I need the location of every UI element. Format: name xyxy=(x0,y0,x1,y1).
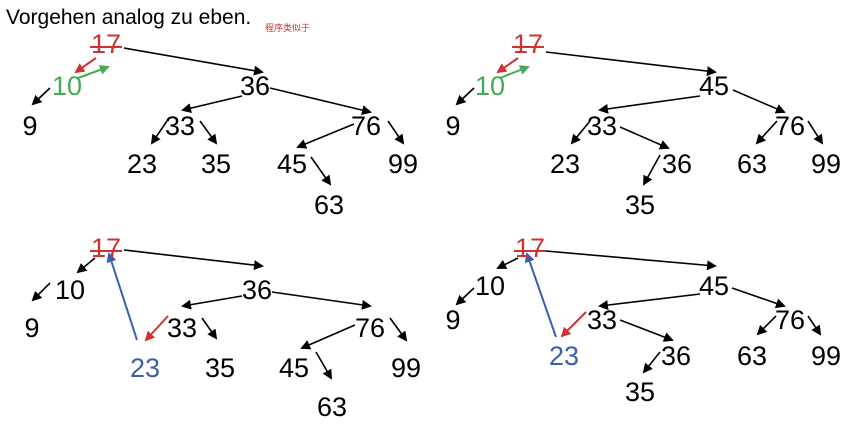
top-left-node-33: 33 xyxy=(165,111,195,141)
top-left-node-36: 36 xyxy=(240,71,270,101)
top-left-node-76: 76 xyxy=(351,111,381,141)
bottom-left-node-35: 35 xyxy=(205,353,235,383)
top-right-arrow-76-to-99 xyxy=(807,120,824,145)
top-left-arrow-76-to-45 xyxy=(296,123,355,149)
top-right-arrow-10-to-17 xyxy=(499,65,530,79)
bottom-right-arrow-76-to-99 xyxy=(807,315,822,336)
bottom-left-node-10: 10 xyxy=(55,275,85,305)
top-left-node-35: 35 xyxy=(201,149,231,179)
bottom-right-arrow-17-to-45 xyxy=(545,250,717,271)
bottom-right-node-36: 36 xyxy=(661,341,691,371)
bottom-right-arrow-33-to-36 xyxy=(619,319,674,342)
bottom-left-arrow-36-to-76 xyxy=(271,291,372,310)
top-right-node-23: 23 xyxy=(550,149,580,179)
bottom-left-node-17: 17 xyxy=(91,233,121,263)
bottom-left-node-9: 9 xyxy=(24,313,39,343)
bottom-left-node-33: 33 xyxy=(167,313,197,343)
bottom-right-node-99: 99 xyxy=(811,341,841,371)
top-left-node-9: 9 xyxy=(22,111,37,141)
top-right-node-17: 17 xyxy=(513,29,543,59)
bottom-right-node-33: 33 xyxy=(587,305,617,335)
top-left-node-63: 63 xyxy=(314,190,344,220)
top-right-arrow-45-to-33 xyxy=(598,95,701,114)
bottom-left-arrow-17-to-10 xyxy=(76,257,96,274)
top-right-arrow-36-to-35 xyxy=(643,154,661,186)
bottom-right-node-17: 17 xyxy=(515,233,545,263)
top-left-arrow-17-to-36 xyxy=(123,47,264,76)
top-right-node-35: 35 xyxy=(625,190,655,220)
top-right-arrow-45-to-76 xyxy=(732,89,786,114)
bottom-right-arrow-17-to-10 xyxy=(496,257,519,269)
top-right-node-99: 99 xyxy=(811,149,841,179)
top-right-node-63: 63 xyxy=(737,149,767,179)
bottom-right-node-63: 63 xyxy=(737,341,767,371)
bottom-left-arrow-23-to-17 xyxy=(106,252,138,341)
top-left-arrow-45-to-63 xyxy=(310,156,332,186)
bottom-right-node-9: 9 xyxy=(445,305,460,335)
bottom-right-arrow-10-to-9 xyxy=(455,287,475,306)
bottom-right-node-23: 23 xyxy=(549,341,579,371)
heading: Vorgehen analog zu eben. xyxy=(6,6,252,29)
bottom-right-node-76: 76 xyxy=(775,305,805,335)
bottom-right-node-45: 45 xyxy=(699,271,729,301)
bottom-left-arrow-36-to-33 xyxy=(181,295,243,310)
chinese-note: 程序类似于 xyxy=(265,23,311,33)
bottom-left-arrow-10-to-9 xyxy=(31,282,51,302)
bottom-left-node-23: 23 xyxy=(130,353,160,383)
top-left-node-23: 23 xyxy=(127,149,157,179)
top-left-arrow-17-to-10 xyxy=(74,57,97,74)
bottom-left-arrow-45-to-63 xyxy=(315,351,332,380)
top-right-arrow-33-to-36 xyxy=(619,126,670,150)
top-left-arrow-36-to-33 xyxy=(181,95,243,114)
bottom-left-arrow-76-to-99 xyxy=(389,317,408,342)
top-left-arrow-76-to-99 xyxy=(387,120,405,145)
top-right-node-10: 10 xyxy=(475,71,505,101)
bottom-right-node-10: 10 xyxy=(475,271,505,301)
bottom-right-node-35: 35 xyxy=(625,377,655,407)
top-right-arrow-17-to-10 xyxy=(496,57,519,74)
top-right-arrow-76-to-63 xyxy=(755,120,778,145)
top-right-arrow-17-to-45 xyxy=(545,51,717,77)
bottom-left-arrow-76-to-45 xyxy=(300,324,356,350)
top-left-arrow-33-to-23 xyxy=(150,120,168,145)
bottom-left-arrow-17-to-36 xyxy=(123,249,264,271)
top-left-arrow-10-to-9 xyxy=(31,87,51,106)
top-right-node-76: 76 xyxy=(775,111,805,141)
top-left-node-99: 99 xyxy=(388,149,418,179)
bottom-right-arrow-36-to-35 xyxy=(642,351,661,374)
bottom-left-node-99: 99 xyxy=(391,353,421,383)
bottom-left-node-76: 76 xyxy=(355,313,385,343)
bottom-left-node-63: 63 xyxy=(317,392,347,422)
top-right-node-45: 45 xyxy=(699,71,729,101)
bottom-right-arrow-45-to-33 xyxy=(598,293,701,311)
top-left-arrow-10-to-17 xyxy=(77,65,110,79)
bottom-left-arrow-33-to-35 xyxy=(201,317,218,340)
bottom-right-arrow-23-to-17 xyxy=(524,252,557,338)
top-left-node-45: 45 xyxy=(277,149,307,179)
top-right-arrow-10-to-9 xyxy=(455,87,475,106)
top-left-arrow-36-to-76 xyxy=(269,87,372,115)
bottom-right-arrow-45-to-76 xyxy=(731,287,786,309)
bottom-left-arrow-33-to-23 xyxy=(144,315,169,342)
top-left-arrow-33-to-35 xyxy=(199,120,218,145)
bottom-right-arrow-33-to-23 xyxy=(560,311,587,338)
bottom-left-node-36: 36 xyxy=(242,275,272,305)
top-left-node-10: 10 xyxy=(52,71,82,101)
top-right-node-33: 33 xyxy=(587,111,617,141)
top-right-node-9: 9 xyxy=(445,111,460,141)
top-right-arrow-33-to-23 xyxy=(570,120,591,145)
bottom-right-arrow-76-to-63 xyxy=(756,315,777,336)
top-left-node-17: 17 xyxy=(91,29,121,59)
bottom-left-node-45: 45 xyxy=(279,353,309,383)
top-right-node-36: 36 xyxy=(662,149,692,179)
